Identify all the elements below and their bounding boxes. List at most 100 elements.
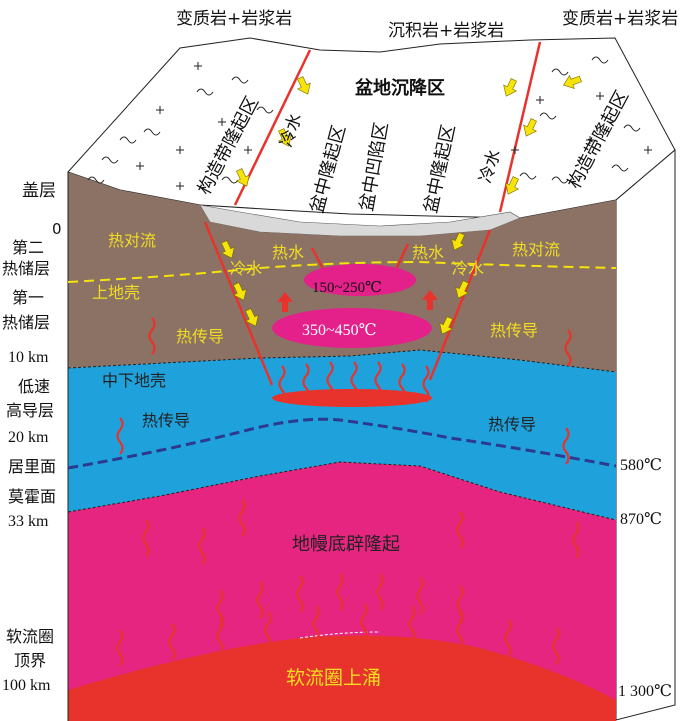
arrow-shape xyxy=(232,282,247,301)
heat-wave-icon xyxy=(456,585,464,623)
wave-mark xyxy=(143,128,161,136)
heat-wave-icon xyxy=(238,499,246,537)
arrow-shape xyxy=(277,128,292,147)
heat-wave-icon xyxy=(416,577,424,615)
yellow-arrow-icon xyxy=(232,282,247,301)
heat-wave-icon xyxy=(456,511,464,549)
rock-texture xyxy=(87,56,652,190)
wave-mark xyxy=(87,176,105,184)
hot-water-left: 热水 xyxy=(272,243,304,262)
heat-wave-icon xyxy=(562,427,570,465)
yellow-arrow-icon xyxy=(296,76,311,95)
lower-crust-layer xyxy=(68,350,616,520)
lab-label-2: 顶界 xyxy=(14,651,46,670)
yellow-arrow-icon xyxy=(451,232,466,251)
wave-mark xyxy=(591,56,609,64)
wave-mark xyxy=(539,112,557,120)
arrow-shape xyxy=(235,168,250,187)
heat-wave-icon xyxy=(376,573,384,611)
heat-wave-icon xyxy=(116,417,124,455)
heat-wave-icon xyxy=(572,521,580,559)
arrow-shape xyxy=(455,280,470,299)
heat-convection-right: 热对流 xyxy=(512,240,560,259)
moho-label: 莫霍面 xyxy=(8,487,56,506)
heat-wave-icon xyxy=(198,527,206,565)
heat-wave-icon xyxy=(552,627,560,665)
second-reservoir-label-2: 热储层 xyxy=(2,259,50,278)
boundaries xyxy=(67,260,617,639)
top-label-left: 变质岩+岩浆岩 xyxy=(176,9,292,29)
yellow-arrow-icon xyxy=(455,280,470,299)
heat-wave-icon xyxy=(360,603,368,641)
arrow-shape xyxy=(220,240,235,259)
yellow-arrow-icon xyxy=(235,168,250,187)
heat-wave-icon xyxy=(374,361,382,399)
wave-mark xyxy=(101,156,119,164)
heat-wave-icon xyxy=(408,605,416,643)
depth-100-label: 100 km xyxy=(2,677,51,694)
temp-lab-label: 1 300℃ xyxy=(618,683,672,700)
hot-water-right: 热水 xyxy=(412,243,444,262)
heat-convection-left: 热对流 xyxy=(108,231,156,250)
lab-label-1: 软流圈 xyxy=(6,627,54,646)
plus-mark xyxy=(176,146,184,154)
zero-label: 0 xyxy=(52,220,62,238)
plus-mark xyxy=(136,162,144,170)
heat-wave-icon xyxy=(256,581,264,619)
heat-wave-icon xyxy=(398,363,406,401)
heat-wave-icon xyxy=(142,519,150,557)
arrow-shape xyxy=(563,74,582,90)
upper-crust-label: 上地壳 xyxy=(92,283,140,302)
temp-moho-label: 870℃ xyxy=(620,511,662,528)
wave-mark xyxy=(231,76,249,84)
heat-wave-icon xyxy=(278,365,286,403)
moho-boundary xyxy=(67,461,617,521)
arrow-shape xyxy=(505,176,520,195)
hot-arrow-left xyxy=(277,292,293,312)
plus-mark xyxy=(644,146,652,154)
curie-boundary xyxy=(67,417,617,470)
plus-mark xyxy=(194,62,202,70)
heat-wave-icon xyxy=(264,611,272,649)
second-reservoir-label-1: 第二 xyxy=(12,238,44,257)
depth-10km-boundary xyxy=(67,349,617,373)
yellow-arrow-icon xyxy=(244,308,259,327)
wave-mark xyxy=(119,136,137,144)
heat-wave-icon xyxy=(312,605,320,643)
depth-10-label: 10 km xyxy=(8,349,49,366)
arrow-shape xyxy=(503,78,518,97)
depth-20-label: 20 km xyxy=(8,429,49,446)
reservoirs xyxy=(272,264,432,407)
heat-wave-icon xyxy=(296,575,304,613)
first-reservoir-label-2: 热储层 xyxy=(2,313,50,332)
cold-water-right: 冷水 xyxy=(452,259,484,278)
yellow-arrow-icon xyxy=(220,240,235,259)
right-face xyxy=(615,148,676,721)
second-reservoir-boundary xyxy=(67,260,617,283)
plus-mark xyxy=(536,96,544,104)
yellow-arrow-icon xyxy=(277,128,292,147)
yellow-arrow-icon xyxy=(523,118,538,137)
heat-wave-symbols xyxy=(116,317,580,667)
heat-conduction-lower-left: 热传导 xyxy=(142,411,190,430)
arrow-shape xyxy=(523,118,538,137)
lab-boundary xyxy=(299,631,381,639)
yellow-arrow-icon xyxy=(563,74,582,90)
heat-wave-icon xyxy=(168,623,176,661)
wave-mark xyxy=(221,176,239,184)
hot-water-arrows xyxy=(277,290,438,312)
plus-mark xyxy=(511,146,519,154)
fault-left-deep xyxy=(203,221,274,386)
yellow-arrow-icon xyxy=(439,316,454,335)
low-velocity-label-2: 高导层 xyxy=(6,401,54,420)
wave-mark xyxy=(256,106,274,114)
wave-mark xyxy=(551,68,569,76)
heat-conduction-upper-left: 热传导 xyxy=(176,327,224,346)
top-label-right: 变质岩+岩浆岩 xyxy=(562,9,678,29)
heat-conduction-upper-right: 热传导 xyxy=(490,321,538,340)
basin-subsidence-label: 盆地沉降区 xyxy=(355,77,445,99)
heat-wave-icon xyxy=(302,363,310,401)
depth-33-label: 33 km xyxy=(8,513,49,530)
plus-mark xyxy=(156,106,164,114)
